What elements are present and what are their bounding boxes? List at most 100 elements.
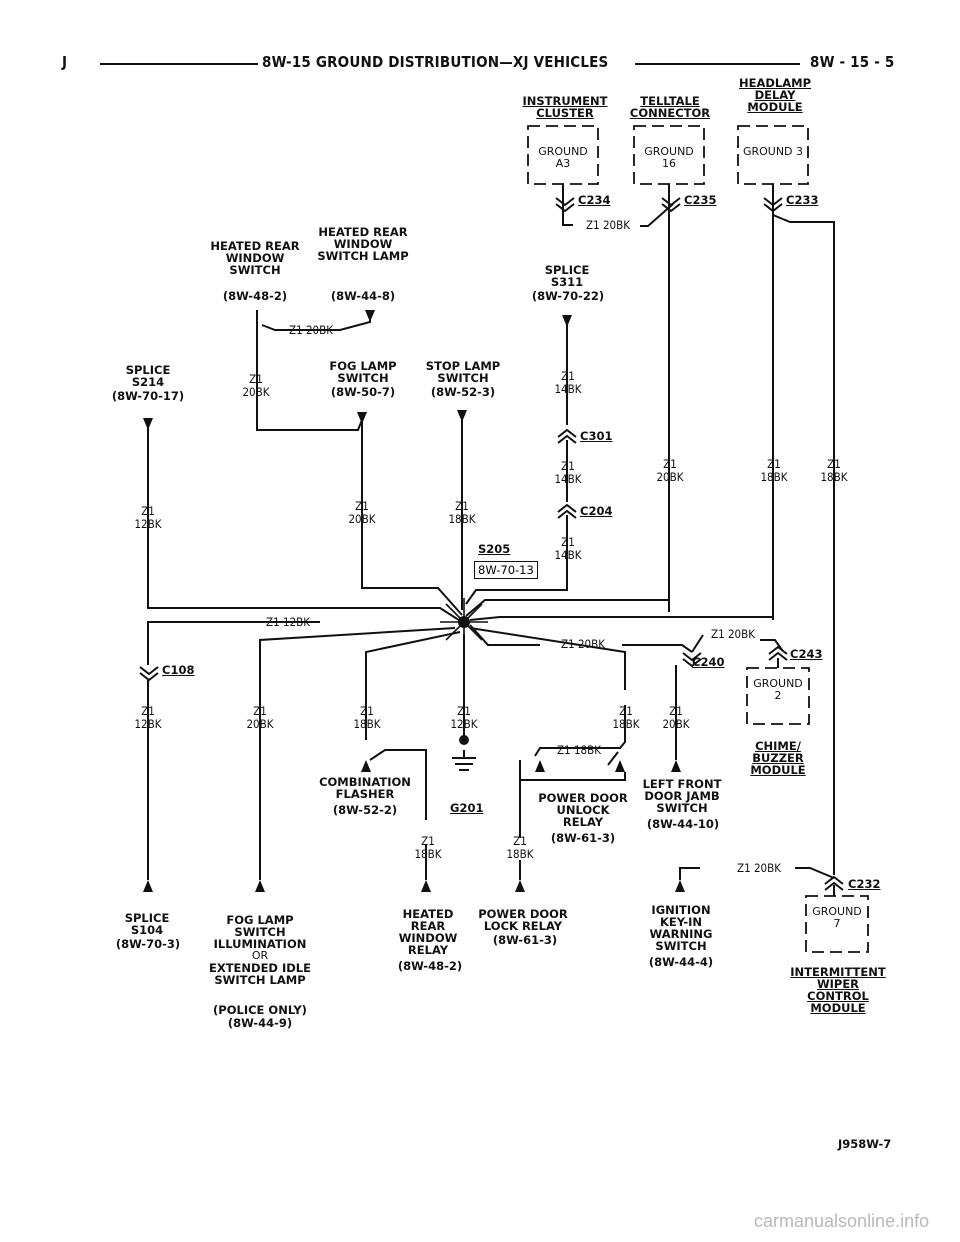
arrow-door-jamb	[671, 760, 681, 772]
c240-chevron-2	[682, 658, 702, 668]
stop-lamp-switch: STOP LAMP SWITCH	[425, 359, 501, 386]
arrow-s311	[562, 315, 572, 327]
connector-c204: C204	[580, 504, 613, 518]
door-jamb-switch-ref: (8W-44-10)	[646, 817, 720, 831]
heated-rear-window-relay-ref: (8W-48-2)	[397, 959, 463, 973]
arrow-hrw-relay	[421, 880, 431, 892]
c204-chevron-2	[557, 509, 577, 519]
wire-label-18bk-g: 18BK	[820, 470, 848, 484]
extended-idle-switch-lamp: EXTENDED IDLE SWITCH LAMP	[208, 961, 311, 988]
wire-label-z1-i: Z1	[355, 499, 369, 513]
wire-label-18bk-q: 18BK	[414, 847, 442, 861]
fog-illumination: FOG LAMP SWITCH ILLUMINATION	[213, 913, 307, 952]
wire-label-12bk-k: 12BK	[134, 717, 162, 731]
connector-c232: C232	[848, 877, 881, 891]
wire-ign-key	[679, 867, 700, 880]
c240-chevron-1	[682, 652, 702, 662]
g201-junction-dot	[459, 735, 469, 745]
splice-s205: S205	[478, 542, 511, 556]
hrw-switch-ref: (8W-48-2)	[222, 289, 288, 303]
hrw-switch-name: HEATED REAR WINDOW SWITCH	[210, 239, 300, 278]
arrow-pdu-relay-1	[535, 760, 545, 772]
wire-label-12bk-h: 12BK	[134, 517, 162, 531]
combination-flasher-ref: (8W-52-2)	[332, 803, 398, 817]
power-door-unlock-relay-ref: (8W-61-3)	[550, 831, 616, 845]
fog-illumination-ref: (8W-44-9)	[227, 1016, 293, 1030]
wire-star-18bk	[469, 627, 626, 690]
headlamp-name: HEADLAMP DELAY MODULE	[738, 76, 812, 115]
arrow-pdl-relay	[515, 880, 525, 892]
c235-chevron-2	[661, 203, 681, 213]
arrow-stop-switch	[457, 410, 467, 422]
connector-c301: C301	[580, 429, 613, 443]
c232-chevron-1	[824, 875, 844, 885]
c233-chevron-1	[763, 197, 783, 207]
wire-combo-loop	[369, 749, 427, 820]
wire-fog-illum	[259, 627, 456, 880]
wire-20bk-c243	[760, 639, 783, 651]
splice-s205-ref: 8W-70-13	[474, 561, 538, 579]
headlamp-ground: GROUND 3	[742, 145, 804, 158]
wire-label-18bk-m: 18BK	[353, 717, 381, 731]
wire-label-z1-20bk-right: Z1 20BK	[560, 637, 606, 651]
wire-label-20bk-l: 20BK	[246, 717, 274, 731]
arrow-s104	[143, 880, 153, 892]
wire-label-z1-r: Z1	[513, 834, 527, 848]
wire-label-14bk-d: 14BK	[554, 548, 582, 562]
power-door-lock-relay-ref: (8W-61-3)	[492, 933, 558, 947]
c243-chevron-2	[768, 651, 788, 661]
wire-headlamp-star	[469, 616, 773, 621]
ignition-key-in-switch: IGNITION KEY-IN WARNING SWITCH	[649, 903, 713, 954]
door-jamb-switch: LEFT FRONT DOOR JAMB SWITCH	[642, 777, 722, 816]
c232-chevron-2	[824, 881, 844, 891]
connector-c108: C108	[162, 663, 195, 677]
wire-label-18bk-f: 18BK	[760, 470, 788, 484]
c301-chevron-2	[557, 434, 577, 444]
cluster-ground: GROUND A3	[538, 145, 588, 170]
wire-label-z1-n: Z1	[457, 704, 471, 718]
wire-label-12bk-n: 12BK	[450, 717, 478, 731]
wire-20bk-c232	[795, 867, 835, 879]
connector-c235: C235	[684, 193, 717, 207]
wiper-ground-box	[805, 895, 869, 953]
wire-combo-flasher	[365, 631, 461, 740]
wire-12bk-left	[147, 621, 320, 665]
wire-label-14bk-c: 14BK	[554, 472, 582, 486]
wire-label-18bk-j: 18BK	[448, 512, 476, 526]
telltale-name: TELLTALE CONNECTOR	[629, 94, 711, 121]
wire-pdu-relay	[534, 705, 626, 757]
c301-chevron-1	[557, 428, 577, 438]
connector-c233: C233	[786, 193, 819, 207]
splice-s214: SPLICE S214	[125, 363, 171, 390]
police-only: (POLICE ONLY)	[213, 1003, 307, 1017]
wire-label-z1-e: Z1	[663, 457, 677, 471]
splice-s214-ref: (8W-70-17)	[111, 389, 185, 403]
wire-label-z1-o: Z1	[619, 704, 633, 718]
wire-hrw-switch	[256, 310, 363, 431]
wire-cluster-c234	[562, 184, 573, 226]
connector-c234: C234	[578, 193, 611, 207]
arrow-combo-flasher	[361, 760, 371, 772]
wire-label-20bk-p: 20BK	[662, 717, 690, 731]
fog-lamp-switch-ref: (8W-50-7)	[330, 385, 396, 399]
connector-c243: C243	[790, 647, 823, 661]
c108-chevron-1	[139, 666, 159, 676]
wire-label-z1-h: Z1	[141, 504, 155, 518]
wire-label-z1-q: Z1	[421, 834, 435, 848]
heated-rear-window-relay: HEATED REAR WINDOW RELAY	[398, 907, 458, 958]
figure-id: J958W-7	[838, 1137, 892, 1151]
wire-label-18bk-o: 18BK	[612, 717, 640, 731]
wire-s214	[147, 418, 463, 623]
wire-label-z1-12bk: Z1 12BK	[265, 615, 311, 629]
power-door-lock-relay: POWER DOOR LOCK RELAY	[478, 907, 568, 934]
chime-ground-box	[746, 667, 810, 725]
fog-lamp-switch: FOG LAMP SWITCH	[329, 359, 397, 386]
arrow-fog-illum	[255, 880, 265, 892]
c234-chevron-1	[555, 197, 575, 207]
wire-label-z1-j: Z1	[455, 499, 469, 513]
fog-illumination-or: OR	[251, 949, 269, 962]
wire-label-hrw: Z1 20BK	[288, 323, 334, 337]
wire-c235-label	[640, 203, 674, 227]
wire-label-z1-p: Z1	[669, 704, 683, 718]
